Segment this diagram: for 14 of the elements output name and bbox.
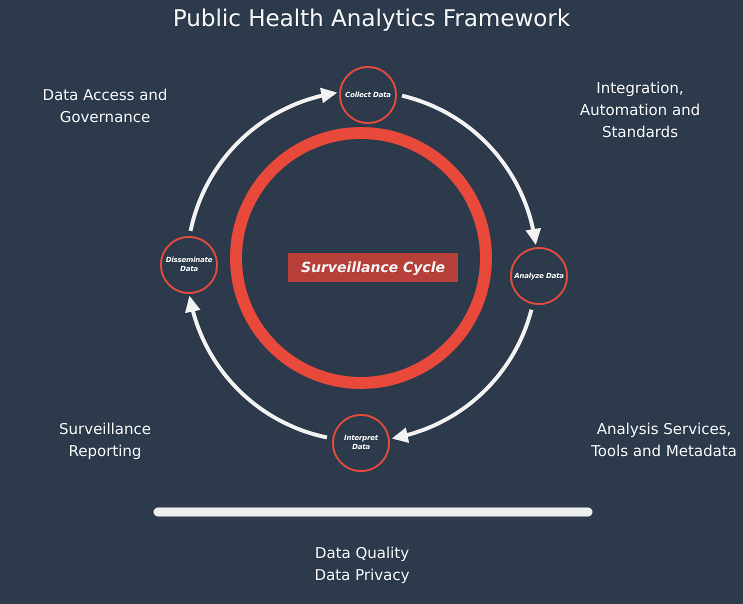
diagram-title: Public Health Analytics Framework xyxy=(172,6,572,32)
framework-label: Analysis Services, Tools and Metadata xyxy=(590,419,738,462)
cycle-arrow xyxy=(392,308,534,444)
cycle-arrow xyxy=(401,94,542,245)
cycle-arrow xyxy=(188,88,338,232)
framework-label: Data Access and Governance xyxy=(42,85,168,128)
framework-label: Data Quality xyxy=(314,543,410,564)
title-banner xyxy=(288,253,458,282)
cycle-arrow xyxy=(185,296,328,440)
banner-text: Surveillance Cycle xyxy=(300,260,446,276)
framework-label: Surveillance Reporting xyxy=(58,419,152,462)
cycle-ring xyxy=(230,127,492,389)
framework-label: Data Privacy xyxy=(314,565,410,586)
framework-label: Integration, Automation and Standards xyxy=(578,78,702,143)
